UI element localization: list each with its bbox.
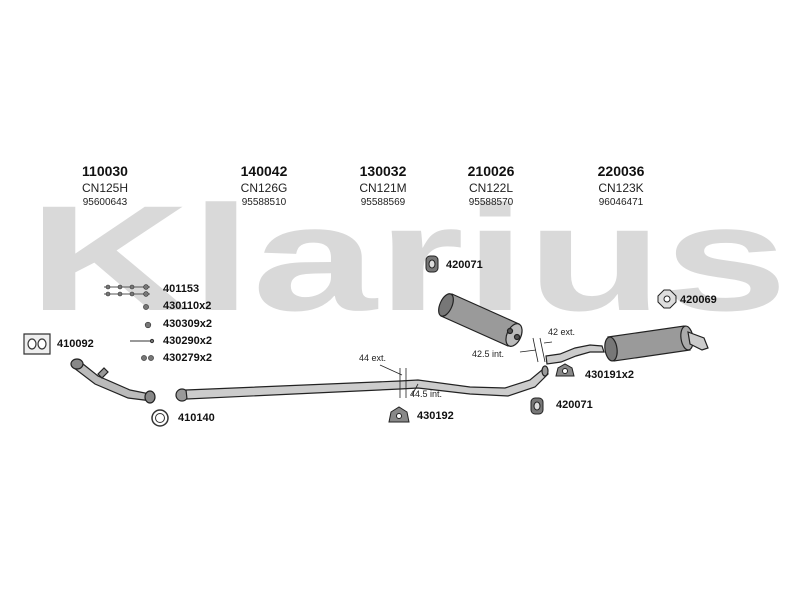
ring-gasket-icon	[151, 409, 169, 427]
rubber-mount-rear-icon	[657, 289, 677, 309]
dimension-42-5-int: 42.5 int.	[472, 349, 505, 359]
header-part-3: 130032 CN121M 95588569	[328, 163, 438, 210]
hanger-rear-label: 430191x2	[585, 369, 634, 381]
fitting-label-430309: 430309x2	[163, 318, 212, 330]
ring-gasket-label: 410140	[178, 412, 215, 424]
part-number: 140042	[240, 163, 288, 179]
header-part-2: 140042 CN126G 95588510	[209, 163, 319, 210]
bolt-set-icon	[104, 284, 150, 297]
part-code: CN121M	[359, 181, 407, 195]
part-code: CN126G	[240, 181, 288, 195]
hanger-rear-icon	[555, 363, 575, 377]
part-number: 210026	[467, 163, 515, 179]
part-number: 110030	[82, 163, 128, 179]
rubber-mount-bottom-icon	[530, 397, 544, 415]
washer-icon	[141, 355, 154, 361]
part-number: 220036	[597, 163, 645, 179]
dimension-44-ext: 44 ext.	[359, 353, 387, 363]
gasket-front-icon	[23, 333, 51, 355]
part-number: 130032	[359, 163, 407, 179]
fitting-label-430110: 430110x2	[163, 300, 212, 312]
nut-icon	[144, 321, 152, 329]
oem-number: 95600643	[82, 197, 128, 208]
header-part-1: 110030 CN125H 95600643	[50, 163, 160, 210]
bolt-icon	[143, 304, 149, 310]
oem-number: 95588569	[360, 197, 406, 208]
header-part-5: 220036 CN123K 96046471	[566, 163, 676, 210]
hanger-mid-label: 430192	[417, 410, 454, 422]
front-pipe-drawing	[70, 358, 156, 404]
dimension-44-5-int: 44.5 int.	[410, 389, 443, 399]
fitting-label-430279: 430279x2	[163, 352, 212, 364]
rear-silencer-drawing	[545, 325, 709, 365]
header-part-4: 210026 CN122L 95588570	[436, 163, 546, 210]
part-code: CN125H	[81, 181, 129, 195]
oem-number: 95588510	[241, 197, 287, 208]
rubber-mount-rear-label: 420069	[680, 294, 717, 306]
intermediate-pipe-drawing	[175, 365, 549, 402]
part-code: CN122L	[468, 181, 514, 195]
middle-silencer-drawing	[438, 293, 523, 347]
gasket-front-label: 410092	[57, 338, 94, 350]
fitting-label-430290: 430290x2	[163, 335, 212, 347]
hanger-mid-icon	[388, 406, 410, 423]
spring-icon	[130, 338, 155, 344]
rubber-mount-icon	[425, 255, 439, 273]
rubber-mount-bottom-label: 420071	[556, 399, 593, 411]
dimension-marks	[379, 337, 553, 398]
oem-number: 95588570	[468, 197, 514, 208]
rubber-mount-top-label: 420071	[446, 259, 483, 271]
fitting-label-401153: 401153	[163, 283, 200, 295]
dimension-42-ext: 42 ext.	[548, 327, 576, 337]
part-code: CN123K	[598, 181, 644, 195]
oem-number: 96046471	[598, 197, 644, 208]
